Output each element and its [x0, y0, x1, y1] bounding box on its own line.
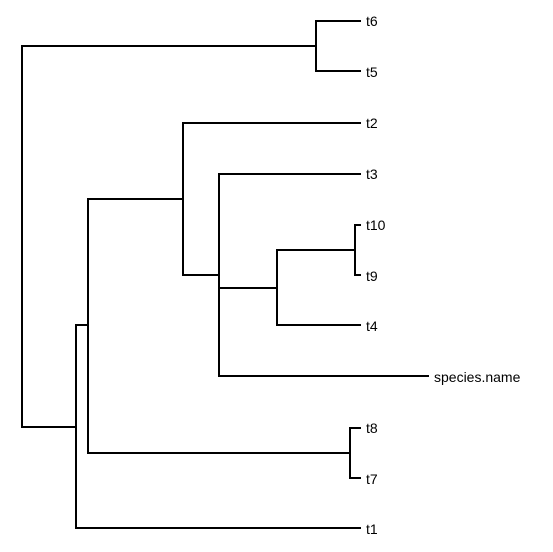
tip-label-t6: t6	[366, 13, 378, 29]
tip-label-t1: t1	[366, 521, 378, 537]
tip-label-t7: t7	[366, 471, 378, 487]
tip-label-t8: t8	[366, 420, 378, 436]
tip-label-t2: t2	[366, 115, 378, 131]
tip-label-t10: t10	[366, 217, 386, 233]
tip-label-t9: t9	[366, 268, 378, 284]
tip-label-t3: t3	[366, 166, 378, 182]
tip-label-species-name: species.name	[434, 369, 521, 385]
tip-label-t4: t4	[366, 318, 378, 334]
tip-label-t5: t5	[366, 64, 378, 80]
